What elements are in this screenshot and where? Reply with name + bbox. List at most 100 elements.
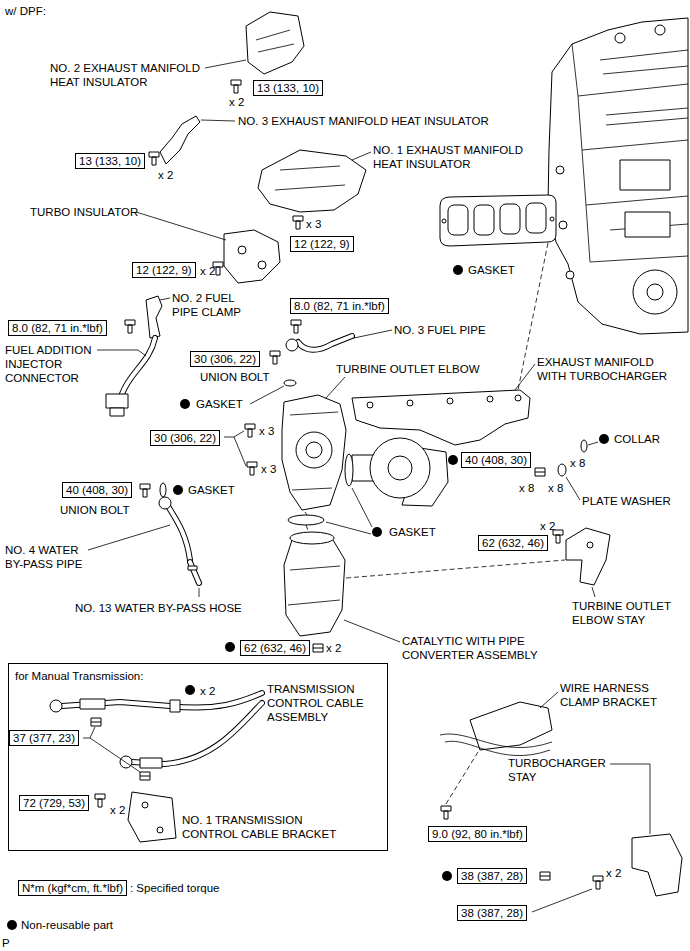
torque-box: 13 (133, 10) xyxy=(75,153,145,169)
cable-bracket xyxy=(128,792,176,842)
part-label: GASKET xyxy=(468,263,515,277)
part-label: NO. 3 EXHAUST MANIFOLD HEAT INSULATOR xyxy=(238,114,489,128)
torque-value: 40 (408, 30) xyxy=(465,453,527,467)
leader-line xyxy=(205,60,246,68)
drawing-part xyxy=(487,396,493,402)
drawing-part xyxy=(474,205,494,235)
wire-harness-bracket xyxy=(440,702,552,756)
legend-text: : Specified torque xyxy=(130,881,220,895)
label-line: ELBOW STAY xyxy=(572,613,671,627)
drawing-part xyxy=(440,734,552,756)
drawing-part xyxy=(132,703,262,764)
drawing-part xyxy=(535,468,545,476)
turbine-outlet-elbow xyxy=(282,395,346,510)
transmission-cables xyxy=(50,693,262,768)
part-label: CATALYTIC WITH PIPE CONVERTER ASSEMBLY xyxy=(402,634,538,662)
drawing-part xyxy=(247,462,257,475)
drawing-part xyxy=(132,703,262,764)
fuel-pipe-clamp xyxy=(146,296,162,338)
part-label: WIRE HARNESS CLAMP BRACKET xyxy=(560,681,657,709)
drawing-part xyxy=(288,566,340,605)
drawing-part xyxy=(566,271,574,279)
torque-value: 30 (306, 22) xyxy=(194,352,256,366)
drawing-part xyxy=(448,205,468,235)
quantity-mark: x 3 xyxy=(261,462,276,476)
label-line: ASSEMBLY xyxy=(267,710,364,724)
drawing-part xyxy=(442,219,446,223)
label-line: NO. 2 EXHAUST MANIFOLD xyxy=(50,61,200,75)
drawing-part xyxy=(440,195,556,246)
legend-swatch xyxy=(6,919,18,931)
leader-line xyxy=(97,350,146,356)
leader-line xyxy=(326,488,372,534)
non-reusable-dot xyxy=(173,485,183,495)
part-label: NO. 1 EXHAUST MANIFOLD HEAT INSULATOR xyxy=(373,143,523,171)
torque-value: 9.0 (92, 80 in.*lbf) xyxy=(432,827,523,841)
torque-box: 8.0 (82, 71 in.*lbf) xyxy=(8,320,107,336)
part-label: GASKET xyxy=(389,525,436,539)
part-label: NO. 2 FUEL PIPE CLAMP xyxy=(172,291,241,319)
label-line: CONVERTER ASSEMBLY xyxy=(402,648,538,662)
quantity-mark: x 2 xyxy=(606,866,621,880)
torque-value: 38 (387, 28) xyxy=(461,869,523,883)
non-reusable-dot xyxy=(453,265,463,275)
water-pipe xyxy=(168,506,190,560)
leader-line xyxy=(344,620,400,642)
torque-box: N*m (kgf*cm, ft.*lbf) xyxy=(18,880,127,896)
torque-value: 13 (133, 10) xyxy=(257,81,319,95)
part-label: UNION BOLT xyxy=(60,503,129,517)
drawing-part xyxy=(633,270,677,314)
non-reusable-dot xyxy=(7,920,17,930)
part-label: w/ DPF: xyxy=(5,4,46,18)
drawing-part xyxy=(284,535,345,636)
drawing-part xyxy=(550,217,554,221)
quantity-mark: x 3 xyxy=(259,424,274,438)
quantity-mark: x 2 xyxy=(229,95,244,109)
torque-value: 30 (306, 22) xyxy=(154,431,216,445)
turbocharger-stay xyxy=(632,834,682,896)
drawing-part xyxy=(540,872,550,880)
drawing-part xyxy=(231,80,241,93)
drawing-part xyxy=(190,562,199,583)
drawing-part xyxy=(441,806,451,819)
torque-box: 8.0 (82, 71 in.*lbf) xyxy=(290,298,389,314)
drawing-part xyxy=(157,827,163,833)
label-line: INJECTOR xyxy=(5,357,91,371)
drawing-part xyxy=(615,33,625,43)
drawing-part xyxy=(291,320,301,333)
drawing-part xyxy=(313,644,323,652)
drawing-part xyxy=(526,203,546,233)
quantity-mark: x 2 xyxy=(200,684,215,698)
torque-value: 8.0 (82, 71 in.*lbf) xyxy=(294,299,385,313)
torque-box: 12 (122, 9) xyxy=(132,262,196,278)
part-label: TURBOCHARGER STAY xyxy=(508,756,606,784)
torque-box: 38 (387, 28) xyxy=(457,905,527,921)
label-line: CONTROL CABLE BRACKET xyxy=(182,827,336,841)
label-line: FUEL ADDITION xyxy=(5,343,91,357)
assembly-line xyxy=(305,512,309,533)
drawing-part xyxy=(246,12,304,74)
gasket xyxy=(160,483,166,497)
torque-value: 40 (408, 30) xyxy=(66,483,128,497)
drawing-part xyxy=(447,398,453,404)
drawing-part xyxy=(95,794,105,807)
leader-line xyxy=(83,727,140,772)
gasket xyxy=(288,515,324,525)
leader-line xyxy=(532,889,592,912)
drawing-part xyxy=(370,438,430,498)
label-line: TURBINE OUTLET xyxy=(572,599,671,613)
leader-line xyxy=(201,120,235,121)
label-line: NO. 4 WATER xyxy=(5,543,82,557)
torque-value: 13 (133, 10) xyxy=(79,154,141,168)
drawing-part xyxy=(556,166,564,174)
non-reusable-dot xyxy=(372,527,382,537)
leader-line xyxy=(588,442,598,445)
drawing-part xyxy=(352,390,530,445)
turbo-insulator xyxy=(224,230,280,283)
leader-line xyxy=(224,431,246,466)
leader-line xyxy=(88,525,170,550)
drawing-part xyxy=(286,339,298,351)
label-line: STAY xyxy=(508,770,606,784)
leader-line xyxy=(326,377,345,398)
drawing-part xyxy=(125,320,135,333)
